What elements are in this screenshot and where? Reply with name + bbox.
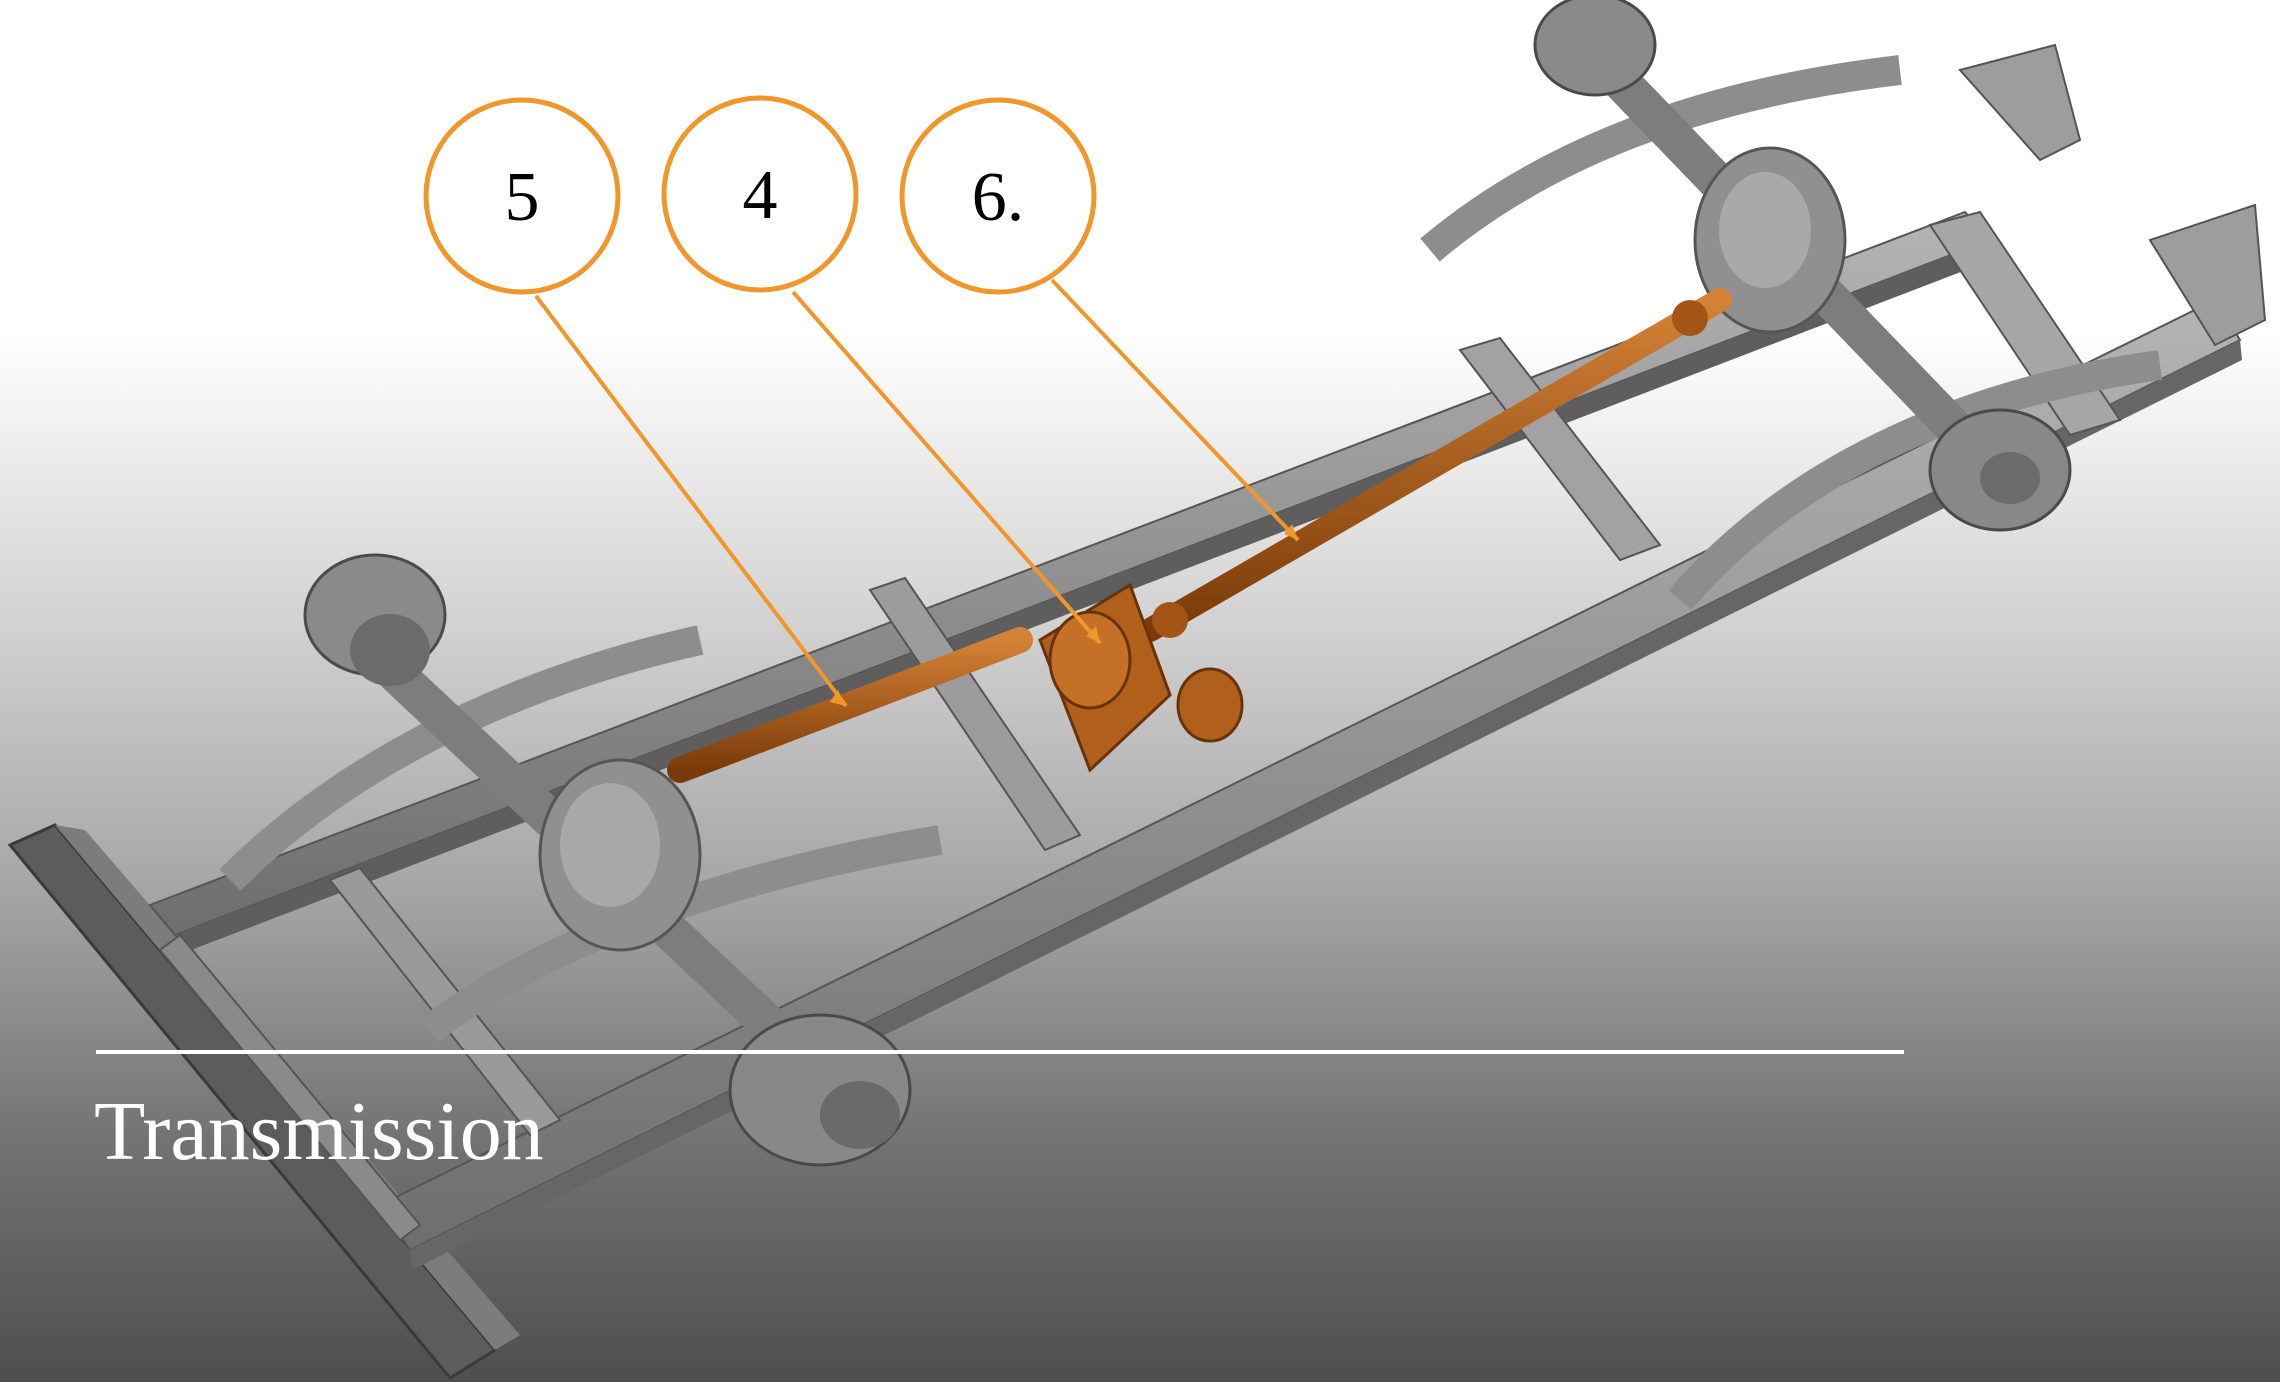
callout-leaders [534,278,1300,708]
slide-title: Transmission [94,1085,544,1178]
title-divider [96,1050,1904,1054]
callout-5: 5 [423,97,621,295]
callout-6: 6. [899,97,1097,295]
transfer-case [1038,582,1244,773]
rear-propeller-shaft [667,627,1033,783]
front-left-wheel-hub [303,553,447,686]
callout-5-label: 5 [505,159,540,236]
callout-4: 4 [661,95,859,293]
rear-right-wheel-hub [1928,408,2072,532]
rear-frame-ends [1958,43,2267,347]
callout-4-label: 4 [743,157,778,234]
front-propeller-shaft [1138,288,1732,642]
rear-left-wheel-hub [1533,0,1657,97]
rear-axle [1581,41,2014,489]
front-right-wheel-hub [728,1013,912,1167]
callout-6-label: 6. [972,159,1025,236]
